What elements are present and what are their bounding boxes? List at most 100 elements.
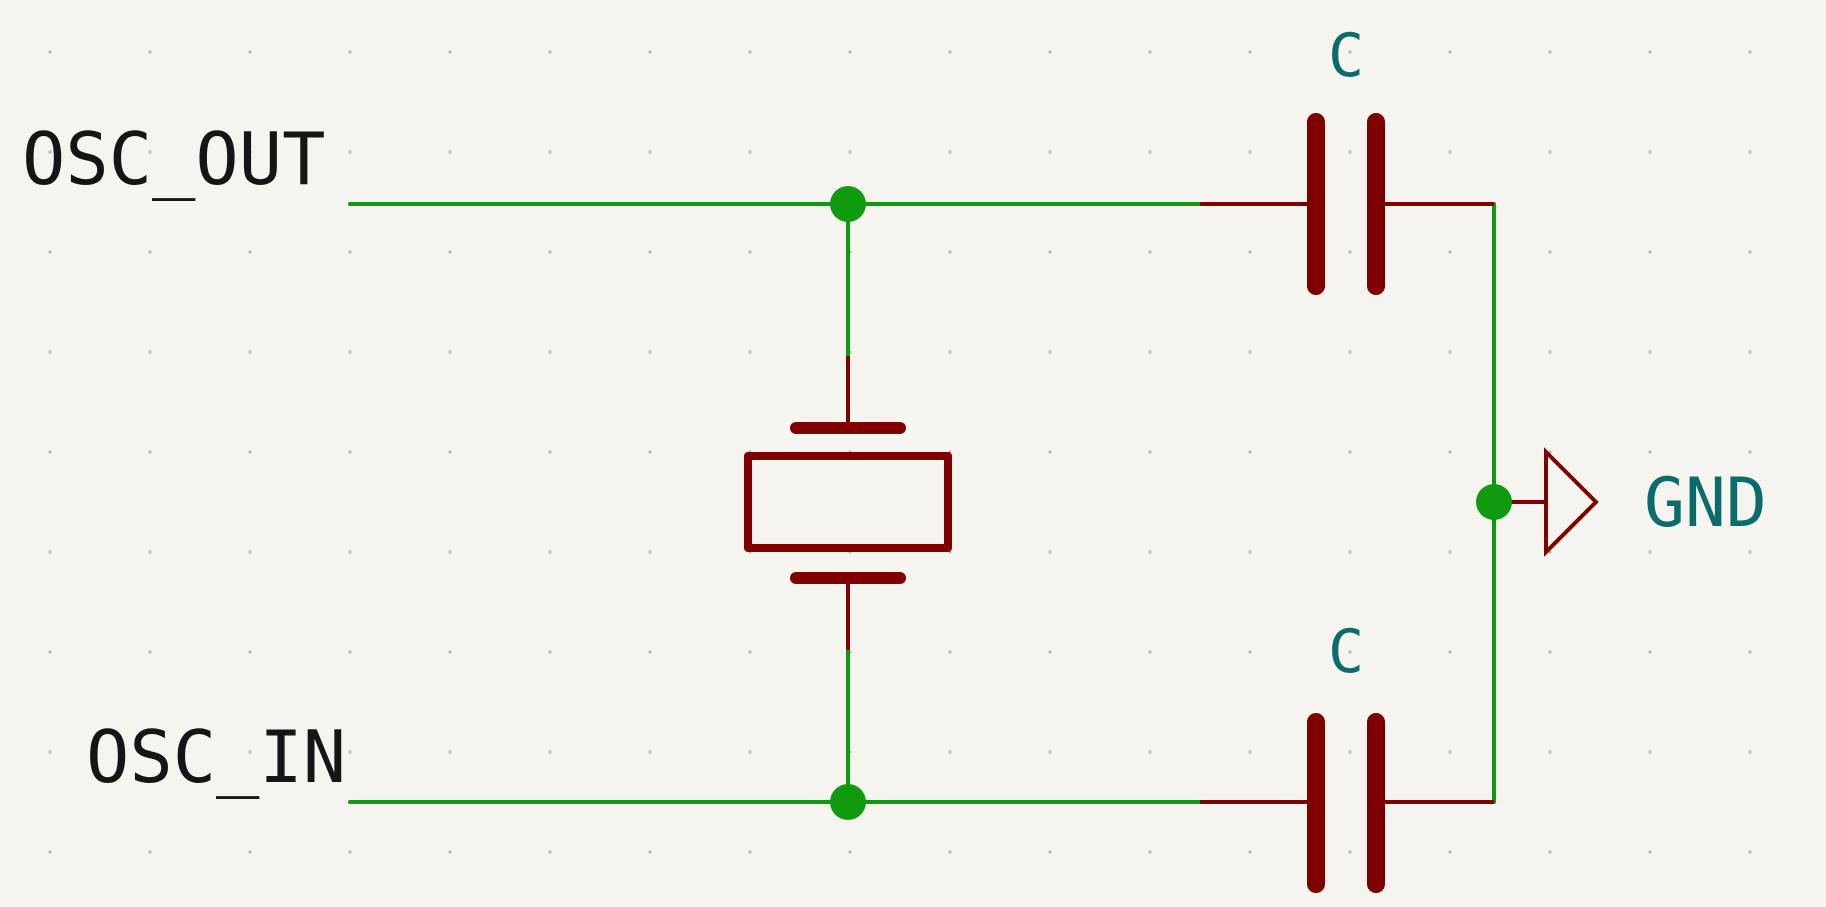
net-label-osc-in[interactable]: OSC_IN	[86, 715, 346, 799]
grid-dot	[1748, 450, 1752, 454]
grid-dot	[548, 750, 552, 754]
grid-dot	[148, 50, 152, 54]
grid-dot	[1348, 650, 1352, 654]
grid-dot	[648, 150, 652, 154]
grid-dot	[948, 250, 952, 254]
grid-dot	[248, 750, 252, 754]
crystal-symbol[interactable]	[744, 356, 952, 650]
grid-dot	[148, 850, 152, 854]
grid-dot	[1648, 850, 1652, 854]
grid-dot	[548, 150, 552, 154]
grid-dot	[1048, 50, 1052, 54]
grid-dot	[48, 650, 52, 654]
grid-dot	[948, 750, 952, 754]
junction-osc-in	[830, 784, 866, 820]
grid-dot	[1148, 650, 1152, 654]
grid-dot	[248, 550, 252, 554]
grid-dot	[1648, 250, 1652, 254]
gnd-label[interactable]: GND	[1644, 464, 1767, 543]
grid-dot	[248, 50, 252, 54]
grid-dot	[548, 850, 552, 854]
grid-dot	[648, 250, 652, 254]
grid-dot	[348, 750, 352, 754]
grid-dot	[448, 50, 452, 54]
grid-dot	[548, 550, 552, 554]
grid-dot	[1748, 550, 1752, 554]
grid-dot	[648, 350, 652, 354]
grid-dot	[848, 850, 852, 854]
grid-dot	[1548, 350, 1552, 354]
grid-dot	[1148, 750, 1152, 754]
grid-dot	[948, 850, 952, 854]
grid-dot	[1048, 550, 1052, 554]
grid-dot	[348, 150, 352, 154]
cap-top-value-label[interactable]: C	[1328, 21, 1364, 91]
grid-dot	[1548, 150, 1552, 154]
grid-dot	[1748, 50, 1752, 54]
grid-dot	[148, 750, 152, 754]
junctions	[830, 186, 1512, 820]
grid-dot	[148, 650, 152, 654]
grid-dot	[1648, 50, 1652, 54]
grid-dot	[1348, 850, 1352, 854]
grid-dot	[648, 650, 652, 654]
grid-dot	[1448, 550, 1452, 554]
capacitor-bottom[interactable]	[1200, 713, 1494, 893]
grid-dot	[1048, 250, 1052, 254]
grid-dot	[1048, 650, 1052, 654]
grid-dot	[1348, 550, 1352, 554]
wires	[348, 202, 1496, 804]
grid-dot	[448, 750, 452, 754]
grid-dot	[548, 50, 552, 54]
grid-dot	[548, 250, 552, 254]
grid-dot	[1248, 150, 1252, 154]
grid-dot	[1648, 150, 1652, 154]
grid-dot	[1348, 350, 1352, 354]
grid-dot	[648, 850, 652, 854]
grid-dot	[748, 850, 752, 854]
grid-dot	[848, 150, 852, 154]
grid-dot	[248, 850, 252, 854]
grid-dot	[1048, 150, 1052, 154]
grid-dot	[1148, 50, 1152, 54]
grid-dot	[48, 850, 52, 854]
grid-dot	[548, 450, 552, 454]
net-label-osc-out[interactable]: OSC_OUT	[22, 117, 325, 201]
grid-dot	[1648, 550, 1652, 554]
grid-dot	[1448, 250, 1452, 254]
grid-dot	[1648, 350, 1652, 354]
grid-dot	[1248, 550, 1252, 554]
grid-dot	[1248, 50, 1252, 54]
grid-dot	[248, 450, 252, 454]
grid-dot	[48, 250, 52, 254]
grid-dot	[1548, 850, 1552, 854]
grid-dot	[148, 250, 152, 254]
grid-dot	[748, 650, 752, 654]
grid-dot	[448, 650, 452, 654]
grid-dot	[648, 750, 652, 754]
grid-dot	[1248, 350, 1252, 354]
grid-dot	[1748, 850, 1752, 854]
grid-dot	[348, 50, 352, 54]
grid-dot	[548, 650, 552, 654]
grid-dot	[1748, 250, 1752, 254]
junction-gnd	[1476, 484, 1512, 520]
grid-dot	[1648, 750, 1652, 754]
gnd-triangle-icon	[1544, 447, 1599, 557]
grid-dot	[1448, 850, 1452, 854]
grid-dot	[1148, 450, 1152, 454]
grid-dots	[48, 50, 1752, 854]
grid-dot	[1048, 750, 1052, 754]
grid-dot	[148, 350, 152, 354]
grid-dot	[1348, 50, 1352, 54]
grid-dot	[1548, 650, 1552, 654]
grid-dot	[48, 550, 52, 554]
grid-dot	[348, 850, 352, 854]
capacitor-top[interactable]	[1200, 113, 1494, 295]
grid-dot	[148, 450, 152, 454]
grid-dot	[48, 50, 52, 54]
grid-dot	[448, 550, 452, 554]
cap-bottom-value-label[interactable]: C	[1328, 617, 1364, 687]
grid-dot	[248, 250, 252, 254]
